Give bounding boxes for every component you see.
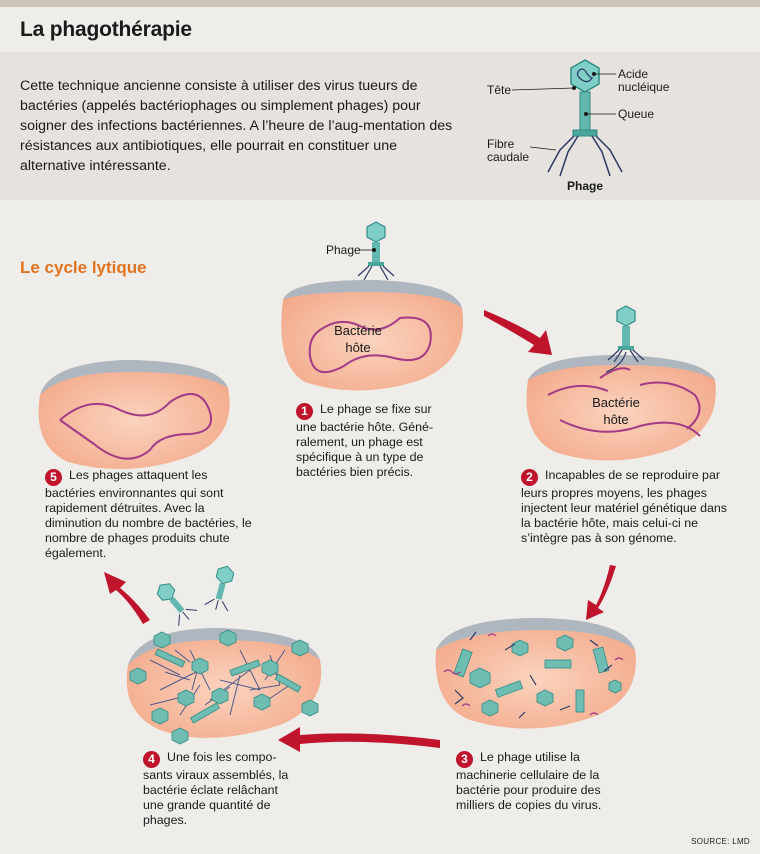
phage-anatomy-diagram	[511, 59, 623, 177]
bacteria-step3	[435, 618, 636, 729]
label-tete: Tête	[487, 83, 512, 97]
cycle-title: Le cycle lytique	[20, 258, 147, 277]
bacteria-label-step1: Bactérie hôte	[328, 322, 388, 356]
phage-step2	[605, 305, 645, 373]
phage-step1	[357, 221, 395, 281]
label-phage: Phage	[567, 179, 604, 193]
step-text: Une fois les compo-sants viraux assemblé…	[143, 750, 289, 827]
top-bar	[0, 0, 760, 7]
bacteria-label-line1: Bactérie	[334, 323, 382, 338]
intro-text: Cette technique ancienne consiste à util…	[20, 78, 453, 174]
bacteria-label-step2: Bactérie hôte	[586, 394, 646, 428]
label-acide-1: Acide	[618, 67, 649, 81]
step-number-badge: 1	[296, 403, 313, 420]
step-number-badge: 3	[456, 751, 473, 768]
arrow-2-to-3	[586, 565, 616, 620]
step-text: Le phage utilise la machinerie cellulair…	[456, 750, 602, 812]
label-fibre-2: caudale	[487, 150, 530, 164]
released-phages	[156, 565, 235, 626]
label-queue: Queue	[618, 107, 655, 121]
label-phage-step1: Phage	[326, 243, 361, 257]
step-number-badge: 5	[45, 469, 62, 486]
bacteria-step5	[38, 360, 230, 470]
bacteria-label-line1: Bactérie	[592, 395, 640, 410]
intro-panel	[0, 52, 760, 200]
arrow-3-to-4	[278, 727, 440, 752]
page-title: La phagothérapie	[20, 18, 192, 41]
step-text: Incapables de se reproduire par leurs pr…	[521, 468, 727, 545]
bacteria-label-line2: hôte	[603, 412, 629, 427]
step-text: Le phage se fixe sur une bactérie hôte. …	[296, 402, 434, 479]
step-number-badge: 2	[521, 469, 538, 486]
step-number-badge: 4	[143, 751, 160, 768]
label-acide-2: nucléique	[618, 80, 670, 94]
step-text: Les phages attaquent les bactéries envir…	[45, 468, 252, 560]
bacteria-step2	[526, 355, 716, 461]
bacteria-step4	[126, 628, 322, 745]
arrow-1-to-2	[484, 310, 552, 355]
cycle-arrows	[104, 310, 616, 752]
arrow-4-to-5	[104, 572, 150, 624]
bacteria-label-line2: hôte	[345, 340, 371, 355]
source-credit: SOURCE: LMD	[691, 837, 750, 846]
bacteria-step1	[281, 280, 464, 391]
label-fibre-1: Fibre	[487, 137, 515, 151]
